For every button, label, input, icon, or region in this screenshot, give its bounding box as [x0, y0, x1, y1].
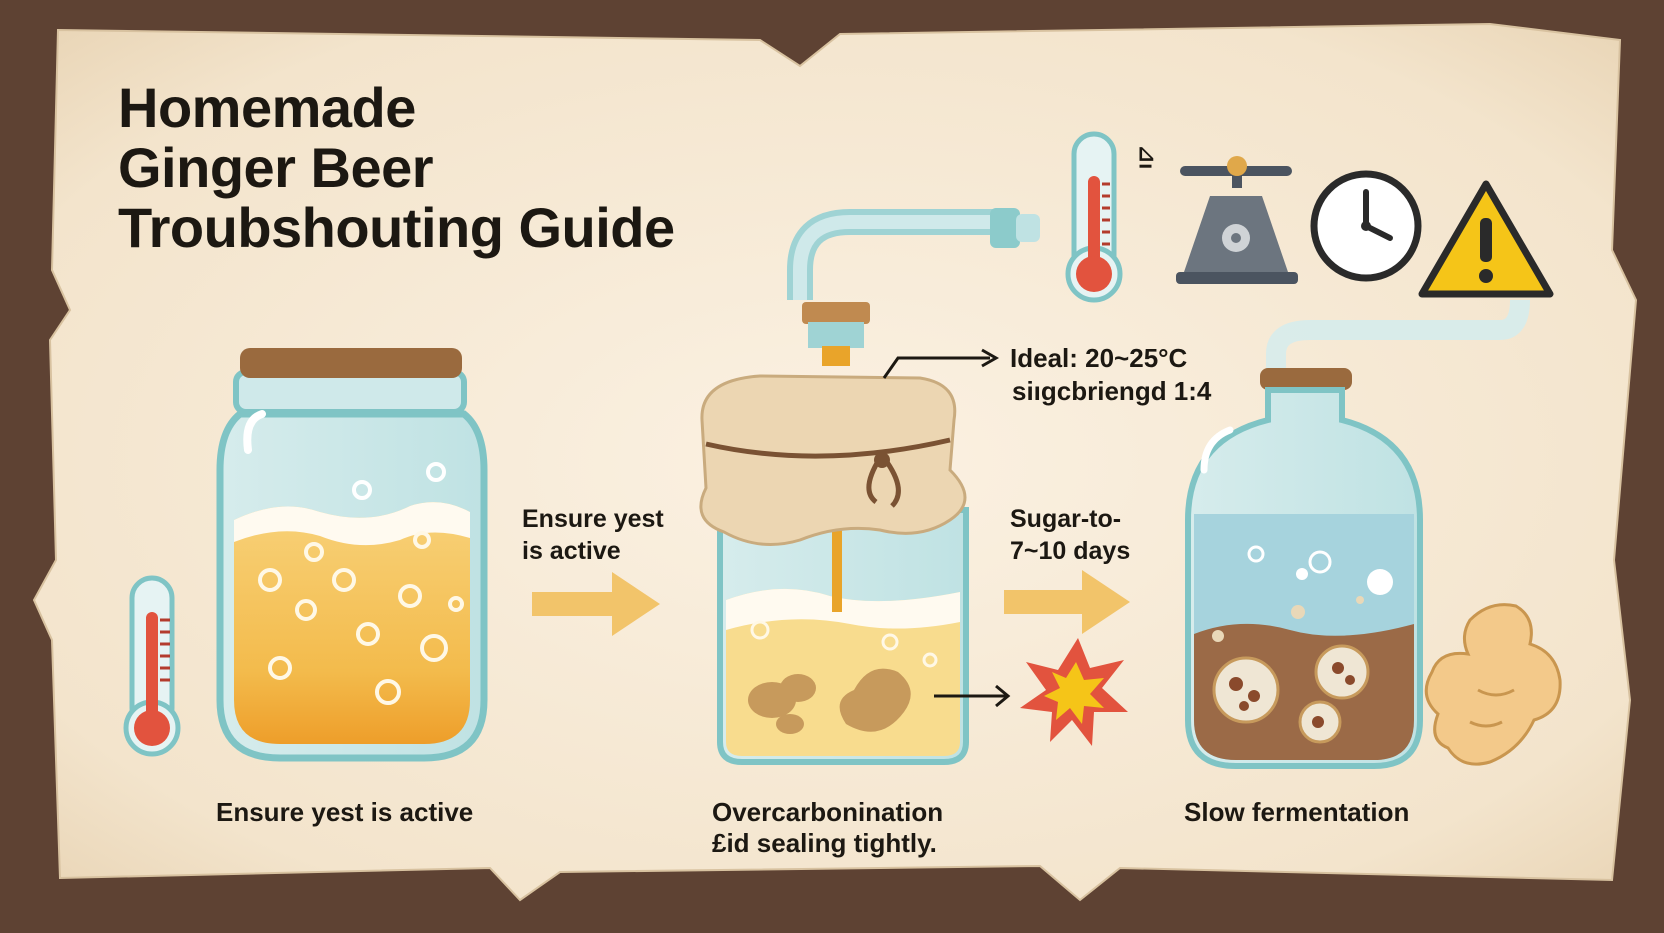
arrow-right-icon-2 — [1004, 570, 1130, 634]
note-sugar-to: Sugar-to- — [1010, 505, 1122, 533]
caption-jar-2-line-2: £id sealing tightly. — [712, 828, 937, 858]
scale-icon — [1176, 156, 1298, 284]
pointer-line — [882, 356, 990, 379]
caption-jar-2-line-1: Overcarbonination — [712, 797, 944, 827]
note-ideal-temp: Ideal: 20~25°C — [1010, 343, 1188, 373]
ginger-root-lines — [1469, 688, 1515, 728]
title-line-1: Homemade — [118, 76, 416, 139]
thermometer-icon — [123, 575, 181, 757]
warning-icon — [1418, 180, 1554, 298]
bottle-slow-fermentation — [1185, 299, 1530, 769]
note-ratio: siıgcbriengd 1:4 — [1012, 376, 1212, 406]
title-line-2: Ginger Beer — [118, 136, 434, 199]
note-days: 7~10 days — [1010, 537, 1131, 565]
pointer-arrowhead-2 — [995, 684, 1011, 708]
clock-icon — [1310, 170, 1422, 282]
title-line-3: Troubshouting Guide — [118, 196, 675, 259]
jar-overcarbonation — [699, 208, 1040, 765]
caption-jar-1: Ensure yest is active — [216, 797, 474, 827]
arrow-right-icon — [532, 572, 660, 636]
caption-jar-3: Slow fermentation — [1184, 797, 1410, 827]
arrow-label-line-1: Ensure yest — [522, 505, 664, 533]
thermometer-mark: ⊿ı — [1134, 144, 1160, 170]
ginger-root-icon — [1424, 603, 1562, 766]
page-title: Homemade Ginger Beer Troubshouting Guide — [118, 78, 675, 258]
thermometer-icon-top — [1065, 131, 1123, 303]
explosion-core — [1044, 662, 1104, 724]
arrow-label-line-2: is active — [522, 537, 621, 565]
mason-jar-active-yeast — [216, 348, 488, 762]
pointer-arrowhead — [981, 348, 1000, 368]
